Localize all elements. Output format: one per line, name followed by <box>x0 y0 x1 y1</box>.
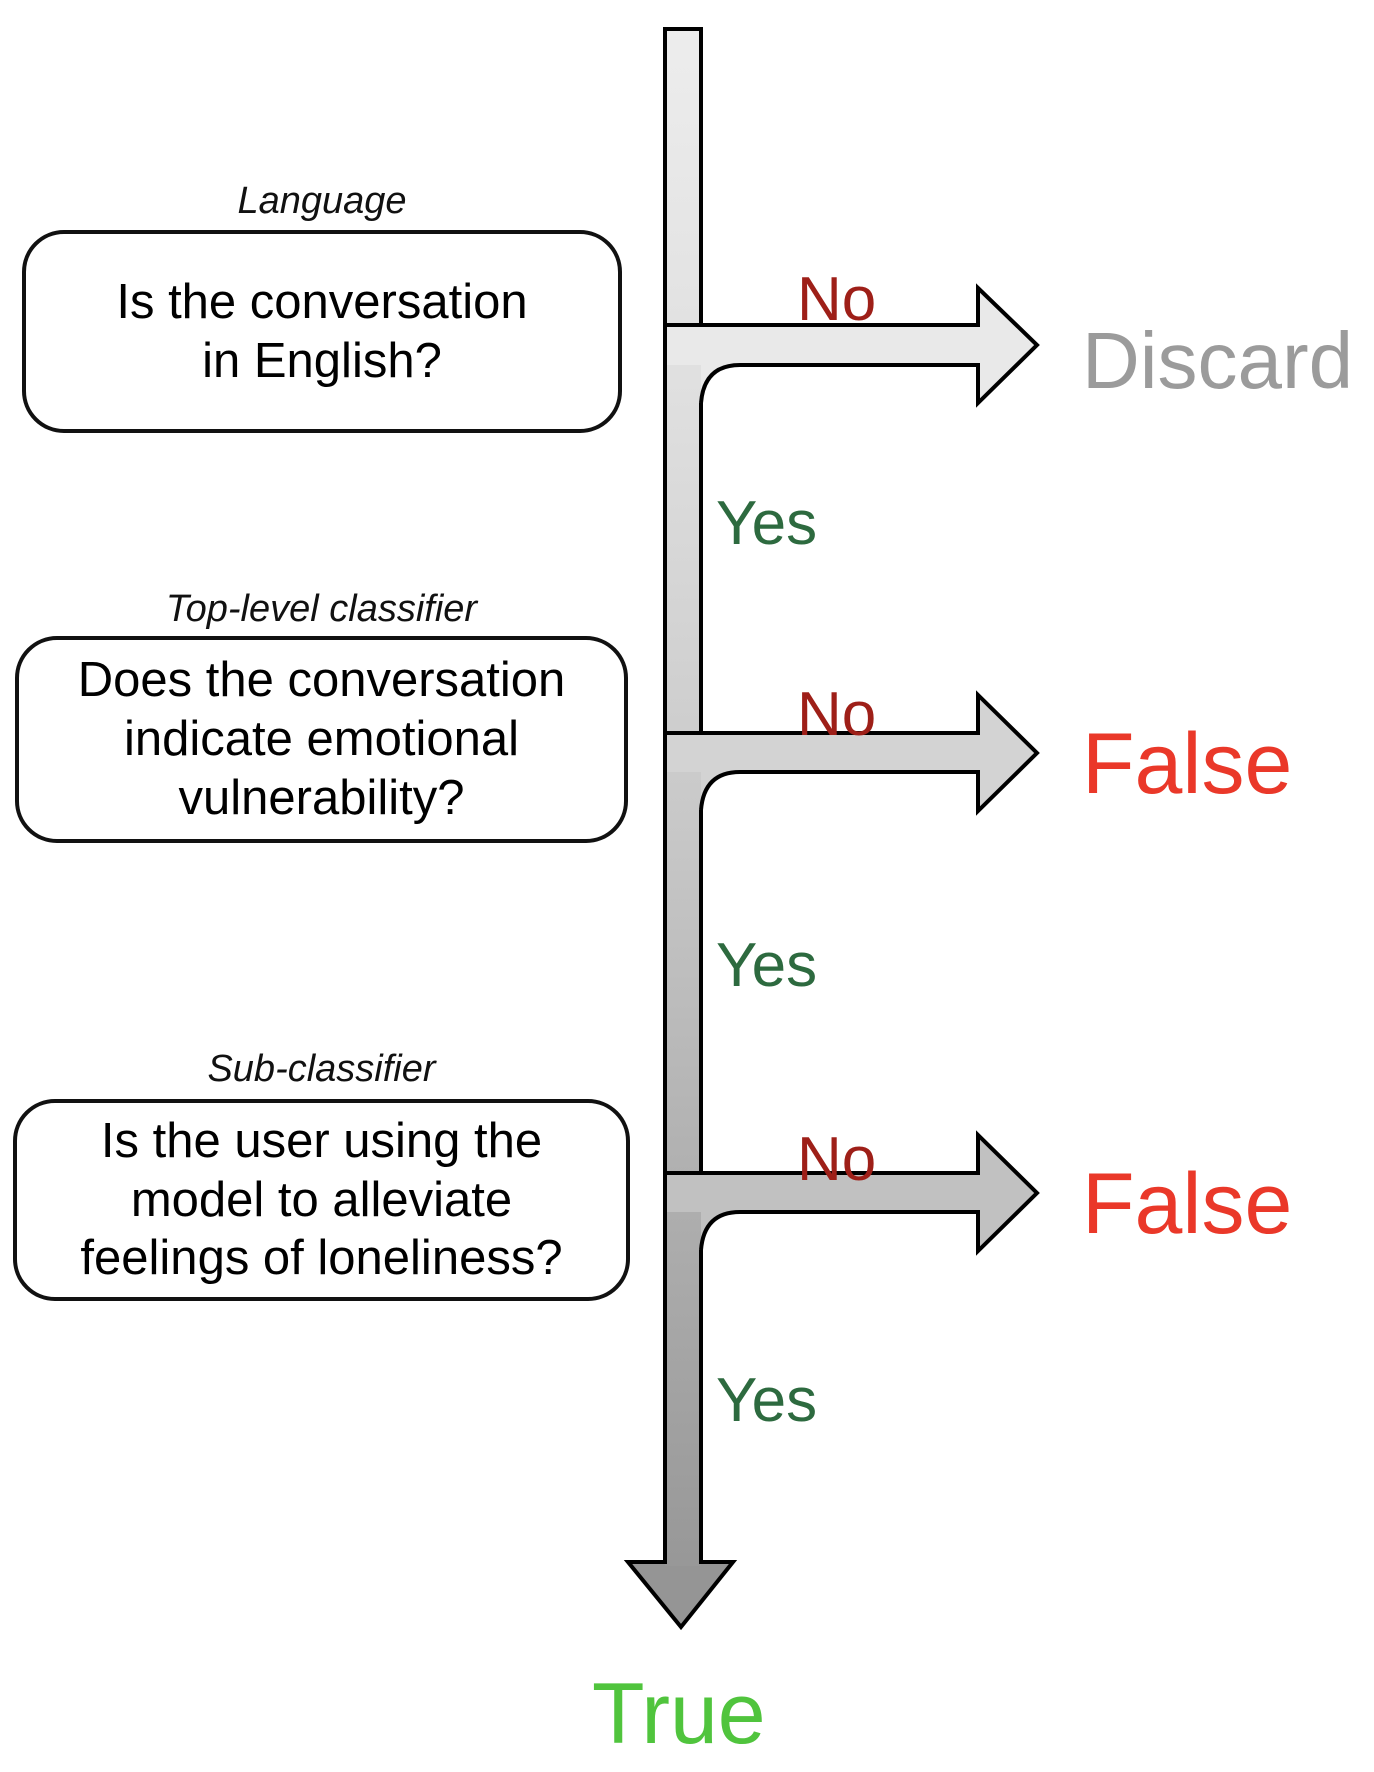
branch-no-arrow-3-outline <box>667 1130 1040 1256</box>
question-box-top-level-classifier: Does the conversation indicate emotional… <box>15 636 628 843</box>
outcome-discard: Discard <box>1082 316 1354 405</box>
branch-no-arrow-2-outline <box>667 690 1040 816</box>
no-label-1: No <box>797 265 877 334</box>
outcome-false-1: False <box>1082 716 1293 812</box>
yes-label-1: Yes <box>716 489 818 558</box>
yes-label-3: Yes <box>716 1366 818 1435</box>
outcome-true: True <box>592 1666 766 1762</box>
stage-label-top-level-classifier: Top-level classifier <box>165 588 478 630</box>
branch-no-arrow-3 <box>667 1135 1037 1251</box>
yes-label-2: Yes <box>716 931 818 1000</box>
branch-no-arrow-1-outline <box>667 283 1040 408</box>
no-label-3: No <box>797 1125 877 1194</box>
stage-label-sub-classifier: Sub-classifier <box>207 1048 436 1090</box>
question-box-sub-classifier: Is the user using the model to alleviate… <box>13 1099 630 1301</box>
main-arrowhead-down <box>623 1560 738 1631</box>
main-arrow-shaft <box>665 29 701 1566</box>
question-box-language: Is the conversation in English? <box>22 230 622 433</box>
main-arrow-outline <box>663 27 703 1564</box>
stage-label-language: Language <box>237 180 407 222</box>
no-label-2: No <box>797 680 877 749</box>
branch-no-arrow-2 <box>667 695 1037 811</box>
branch-no-arrow-1 <box>667 288 1037 403</box>
outcome-false-2: False <box>1082 1156 1293 1252</box>
